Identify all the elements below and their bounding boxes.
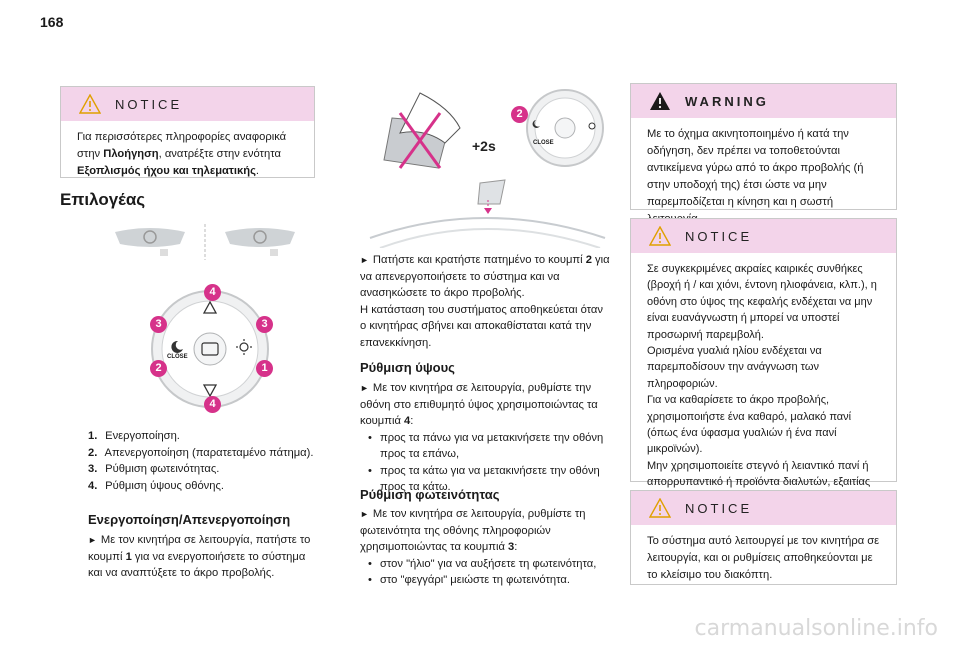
list-item: προς τα κάτω για να μετακινήσετε την οθό… (368, 463, 612, 496)
height-bullets: προς τα πάνω για να μετακινήσετε την οθό… (360, 430, 612, 496)
notice-header: NOTICE (61, 87, 314, 121)
notice-text: Για περισσότερες πληροφορίες αναφορικά σ… (61, 121, 314, 188)
list-item: 4. Ρύθμιση ύψους οθόνης. (88, 479, 224, 492)
deactivate-text: ►Πατήστε και κρατήστε πατημένο το κουμπί… (360, 254, 610, 349)
notice-2-header: NOTICE (631, 219, 896, 253)
notice-text-5: . (255, 165, 260, 177)
selector-graphic (151, 290, 269, 408)
badge-4-bottom: 4 (204, 396, 221, 413)
notice-text-1: Για περισσότερες πληροφορίες αναφορικά σ… (77, 131, 287, 160)
notice-2-title: NOTICE (685, 228, 753, 244)
duration-label: +2s (472, 138, 496, 154)
list-item: στο "φεγγάρι" μειώστε τη φωτεινότητα. (368, 572, 612, 589)
hud-position-illustration (115, 224, 295, 260)
list-item: στον "ήλιο" για να αυξήσετε τη φωτεινότη… (368, 556, 612, 573)
height-text: ►Με τον κινητήρα σε λειτουργία, ρυθμίστε… (360, 380, 612, 496)
notice-text-3: , ανατρέξτε στην ενότητα (158, 148, 281, 160)
brightness-heading: Ρύθμιση φωτεινότητας (360, 487, 500, 502)
arrow-icon: ► (360, 255, 369, 265)
height-heading: Ρύθμιση ύψους (360, 360, 455, 375)
activation-text: ►Με τον κινητήρα σε λειτουργία, πατήστε … (88, 534, 311, 579)
activation-heading: Ενεργοποίηση/Απενεργοποίηση (88, 512, 291, 527)
warning-header: WARNING (631, 84, 896, 118)
notice-3-title: NOTICE (685, 500, 753, 516)
warning-title: WARNING (685, 93, 769, 109)
brightness-bullets: στον "ήλιο" για να αυξήσετε τη φωτεινότη… (360, 556, 612, 589)
warning-icon (650, 92, 670, 110)
control-selector: CLOSE (145, 284, 275, 414)
caution-icon (79, 94, 101, 114)
badge-3-left: 3 (150, 316, 167, 333)
arrow-icon: ► (360, 509, 369, 519)
notice-title: NOTICE (115, 96, 183, 112)
arrow-icon: ► (88, 535, 97, 545)
function-list: 1. Ενεργοποίηση. 2. Απενεργοποίηση (παρα… (88, 428, 318, 494)
badge-3-right: 3 (256, 316, 273, 333)
page-number: 168 (40, 14, 64, 30)
badge-1: 1 (256, 360, 273, 377)
list-item: 2. Απενεργοποίηση (παρατεταμένο πάτημα). (88, 446, 314, 459)
section-title: Επιλογέας (60, 190, 146, 209)
caution-icon (649, 226, 671, 246)
notice-box: NOTICE Για περισσότερες πληροφορίες αναφ… (60, 86, 315, 178)
arrow-icon: ► (360, 383, 369, 393)
close-label-mid: CLOSE (533, 140, 554, 146)
watermark: carmanualsonline.info (694, 616, 938, 641)
notice-text-2: Πλοήγηση (103, 148, 159, 160)
list-item: προς τα πάνω για να μετακινήσετε την οθό… (368, 430, 612, 463)
badge-2-mid: 2 (511, 106, 528, 123)
caution-icon (649, 498, 671, 518)
badge-2: 2 (150, 360, 167, 377)
hand-press-illustration (369, 89, 606, 248)
notice-box-3: NOTICE Το σύστημα αυτό λειτουργεί με τον… (630, 490, 897, 585)
brightness-text: ►Με τον κινητήρα σε λειτουργία, ρυθμίστε… (360, 506, 612, 589)
notice-2-text: Σε συγκεκριμένες ακραίες καιρικές συνθήκ… (647, 263, 877, 538)
list-item: 1. Ενεργοποίηση. (88, 430, 180, 442)
notice-text-4: Εξοπλισμός ήχου και τηλεματικής (77, 165, 256, 177)
badge-4-top: 4 (204, 284, 221, 301)
list-item: 3. Ρύθμιση φωτεινότητας. (88, 463, 220, 475)
notice-3-text: Το σύστημα αυτό λειτουργεί με τον κινητή… (647, 535, 880, 581)
close-label: CLOSE (167, 354, 188, 360)
notice-box-2: NOTICE Σε συγκεκριμένες ακραίες καιρικές… (630, 218, 897, 538)
warning-box: WARNING Με το όχημα ακινητοποιημένο ή κα… (630, 83, 897, 225)
notice-3-header: NOTICE (631, 491, 896, 525)
warning-text: Με το όχημα ακινητοποιημένο ή κατά την ο… (647, 128, 864, 225)
